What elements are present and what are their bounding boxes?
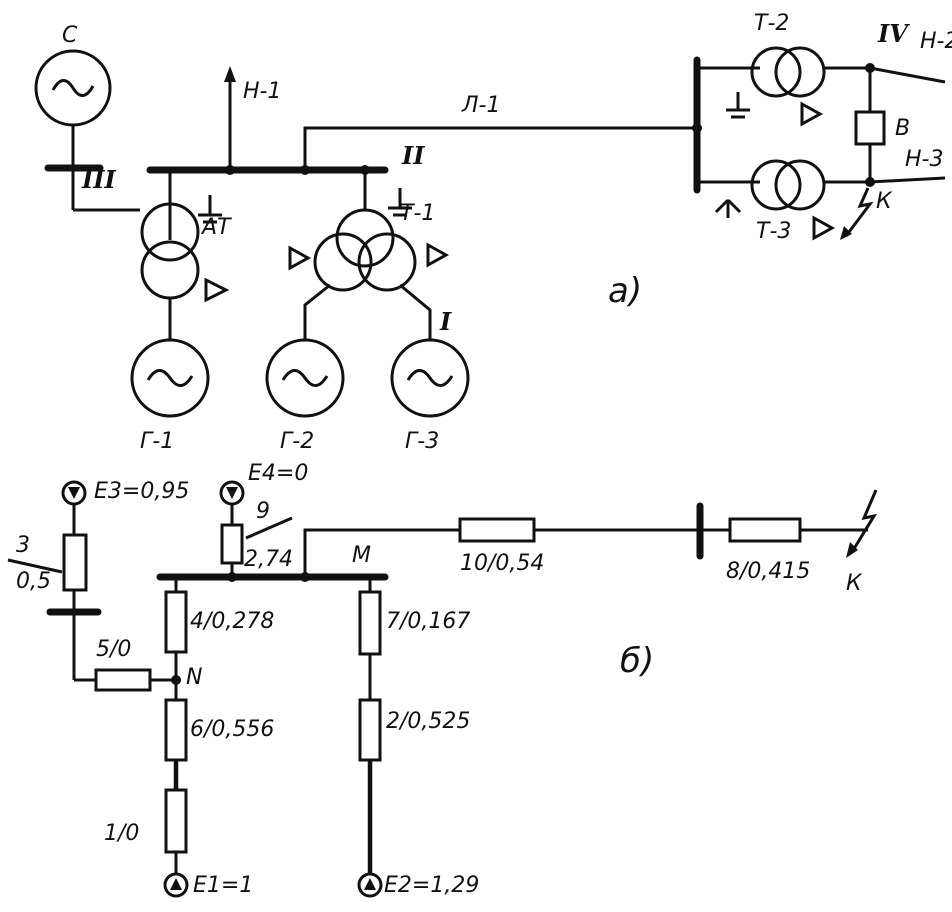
- gen-1-label: Г-1: [140, 429, 174, 454]
- sine-icon: [146, 369, 194, 387]
- fraction-bar: [7, 558, 63, 574]
- node-dot: [171, 675, 181, 685]
- load-3-wire: [869, 176, 946, 184]
- sine-icon: [406, 369, 454, 387]
- arrow-icon: [840, 226, 852, 240]
- arrow-up-icon: [364, 878, 376, 890]
- r10-label: 10/0,54: [460, 551, 544, 576]
- resistor-3: [62, 533, 88, 592]
- lightning-icon: [844, 187, 874, 237]
- generator-2-circle: [265, 338, 345, 418]
- t2-label: Т-2: [754, 11, 789, 36]
- resistor-9: [220, 523, 244, 565]
- line-1-label: Л-1: [461, 93, 500, 118]
- r9-num: 9: [256, 499, 270, 524]
- triangle-marker-icon: [812, 215, 836, 241]
- fault-label-a: К: [876, 189, 893, 214]
- at-winding-top: [140, 202, 200, 262]
- load-3-label: Н-3: [905, 147, 943, 172]
- r6-label: 6/0,556: [190, 717, 274, 742]
- system-label: С: [62, 23, 78, 48]
- resistor-2: [358, 698, 382, 762]
- generator-1-circle: [130, 338, 210, 418]
- r3-num: 3: [16, 533, 30, 558]
- arrow-up-icon: [224, 66, 236, 82]
- bus-IV-label: IV: [877, 19, 910, 48]
- r8-label: 8/0,415: [726, 559, 810, 584]
- wye-icon: [714, 198, 742, 218]
- t3-winding-left: [750, 159, 802, 211]
- arrow-up-icon: [170, 878, 182, 890]
- e3-label: E3=0,95: [94, 479, 189, 504]
- node-dot: [692, 123, 702, 133]
- arrow-down-icon: [68, 487, 80, 499]
- resistor-1: [164, 788, 188, 854]
- emf-source-icon: [357, 872, 383, 898]
- resistor-8: [728, 517, 802, 543]
- caption-a: а): [608, 271, 642, 311]
- t2-winding-right: [774, 46, 826, 98]
- at-label: АТ: [200, 215, 232, 240]
- resistor-7: [358, 590, 382, 656]
- arrow-down-icon: [226, 487, 238, 499]
- load-1-label: Н-1: [243, 79, 281, 104]
- line-1-wire: [303, 126, 697, 170]
- t3-label: Т-3: [756, 219, 791, 244]
- line-to-fault: [303, 528, 460, 577]
- caption-b: б): [620, 641, 654, 681]
- triangle-marker-icon: [426, 242, 450, 268]
- t3-winding-right: [774, 159, 826, 211]
- r9-den: 2,74: [244, 547, 293, 572]
- t1-winding-right: [357, 232, 417, 292]
- resistor-10: [458, 517, 536, 543]
- gen-2-label: Г-2: [280, 429, 314, 454]
- at-winding-bottom: [140, 240, 200, 300]
- ground-icon: [388, 188, 412, 217]
- ground-icon: [198, 195, 222, 224]
- r3-den: 0,5: [16, 569, 51, 594]
- sine-icon: [281, 369, 329, 387]
- triangle-marker-icon: [204, 277, 230, 303]
- sine-icon: [51, 79, 95, 97]
- node-n-label: N: [186, 665, 202, 690]
- load-2-label: Н-2: [920, 29, 952, 54]
- scheme-b: E3=0,95 3 0,5 5/0 M E4=0 9 2,74 10/0,54: [7, 461, 878, 898]
- r7-label: 7/0,167: [386, 609, 470, 634]
- t1-winding-top: [335, 208, 395, 268]
- gen-3-label: Г-3: [405, 429, 439, 454]
- e2-label: E2=1,29: [384, 873, 479, 898]
- load-2-wire: [869, 66, 946, 84]
- e4-label: E4=0: [248, 461, 308, 486]
- e1-label: E1=1: [193, 873, 253, 898]
- bus-III-label: III: [81, 165, 116, 194]
- generator-3-circle: [390, 338, 470, 418]
- node-m-label: M: [352, 543, 371, 568]
- t1-winding-left: [313, 232, 373, 292]
- fraction-bar: [245, 516, 293, 540]
- resistor-5: [94, 668, 152, 692]
- bus-I-label: I: [439, 307, 452, 336]
- r1-label: 1/0: [104, 821, 139, 846]
- fault-label-b: К: [846, 571, 863, 596]
- triangle-marker-icon: [288, 245, 312, 271]
- arrow-icon: [846, 542, 858, 558]
- ground-icon: [726, 92, 750, 119]
- r2-label: 2/0,525: [386, 709, 470, 734]
- g2-feeder: [303, 283, 331, 340]
- emf-source-icon: [163, 872, 189, 898]
- switch-box: [854, 110, 886, 146]
- switch-label: В: [895, 116, 910, 141]
- bus-II-label: II: [401, 141, 425, 170]
- r5-label: 5/0: [96, 637, 131, 662]
- t2-winding-left: [750, 46, 802, 98]
- triangle-marker-icon: [800, 101, 824, 127]
- r4-label: 4/0,278: [190, 609, 274, 634]
- resistor-4: [164, 590, 188, 654]
- lightning-icon: [850, 489, 878, 553]
- resistor-6: [164, 698, 188, 762]
- scheme-a: С III II Н-1 Л-1 АТ: [34, 11, 952, 454]
- g3-feeder: [399, 283, 432, 340]
